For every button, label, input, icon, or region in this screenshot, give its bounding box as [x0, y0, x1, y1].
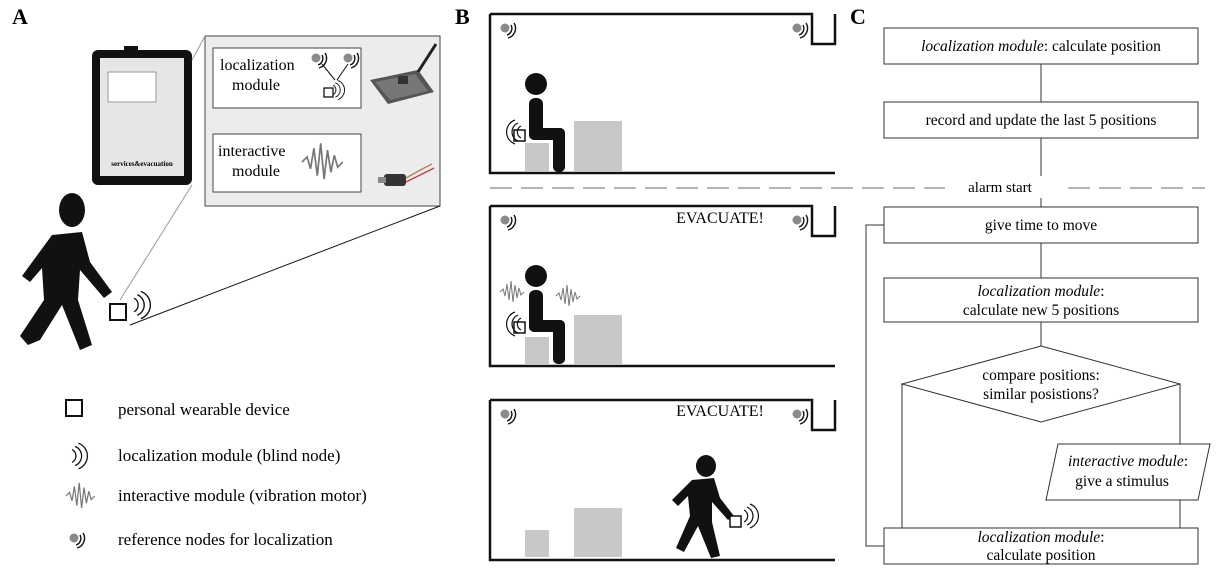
flow-step-final-position — [883, 527, 1199, 565]
flow-stimulus-text: interactive module: — [1068, 453, 1188, 470]
alarm-start-label: alarm start — [968, 180, 1033, 196]
flowchart-text: localization module: calculate position … — [921, 38, 1188, 564]
reference-node-icon — [791, 214, 809, 231]
flow-step5-text: localization module: — [977, 529, 1104, 546]
zoom-line-3 — [129, 205, 441, 326]
vibration-icon — [555, 284, 581, 307]
flow-step-record-positions — [883, 101, 1199, 139]
flow-stimulus-line2: give a stimulus — [1075, 473, 1169, 490]
zoom-line-1 — [119, 184, 193, 301]
blind-node-icon — [71, 442, 89, 470]
vibration-motor-photo — [378, 163, 435, 186]
flow-decision-line1: compare positions: — [982, 367, 1100, 384]
panel-b-letter: B — [455, 4, 470, 29]
vibration-icon — [499, 280, 525, 303]
interactive-module-line1: interactive — [218, 143, 286, 160]
interactive-module-line2: module — [232, 163, 280, 180]
blind-node-icon — [133, 290, 152, 320]
walking-person-figure — [20, 193, 112, 350]
flow-step3-text: give time to move — [985, 217, 1097, 234]
panel-c-letter: C — [850, 4, 866, 29]
reference-node-icon — [791, 22, 809, 39]
flow-step5-line2: calculate position — [987, 547, 1096, 564]
flowchart — [865, 27, 1211, 565]
square-icon — [65, 399, 83, 417]
evacuate-text-2: EVACUATE! — [676, 403, 764, 420]
reference-node-icon — [499, 408, 517, 425]
legend-item-reference-nodes: reference nodes for localization — [118, 530, 333, 549]
flow-step-stimulus — [1045, 443, 1211, 501]
localization-module-box — [212, 47, 362, 109]
panel-a-letter: A — [12, 4, 28, 29]
vibration-icon — [65, 482, 96, 509]
evacuate-text-1: EVACUATE! — [676, 210, 764, 227]
legend: personal wearable device localization mo… — [65, 399, 367, 549]
scene-alarm-seated: EVACUATE! — [488, 204, 837, 368]
zoom-line-2 — [191, 35, 206, 61]
localization-module-line1: localization — [220, 57, 295, 74]
scene-seated — [488, 12, 837, 175]
flow-step-calculate-new — [883, 277, 1199, 323]
reference-node-icon — [791, 408, 809, 425]
scene-evacuating: EVACUATE! — [488, 398, 837, 562]
reference-node-icon — [499, 214, 517, 231]
device-screen-text: services&evacuation — [111, 160, 173, 168]
flow-step4-text: localization module: — [977, 283, 1104, 300]
flow-step2-text: record and update the last 5 positions — [926, 112, 1157, 129]
flow-step-give-time — [883, 206, 1199, 244]
flow-step-calculate-position — [883, 27, 1199, 65]
legend-item-blind-node: localization module (blind node) — [118, 446, 340, 465]
localization-board-photo — [370, 43, 438, 104]
localization-module-line2: module — [232, 77, 280, 94]
flow-decision-line2: similar posistions? — [983, 386, 1099, 403]
device-photo: services&evacuation — [92, 46, 192, 185]
flow-decision-compare — [900, 345, 1182, 423]
wearable-device-square — [109, 303, 127, 321]
reference-node-icon — [68, 532, 86, 549]
reference-node-icon — [499, 22, 517, 39]
flow-step1-text: localization module: calculate position — [921, 38, 1161, 55]
flow-step4-line2: calculate new 5 positions — [963, 302, 1119, 319]
legend-item-device: personal wearable device — [118, 400, 290, 419]
legend-item-vibration: interactive module (vibration motor) — [118, 486, 367, 505]
